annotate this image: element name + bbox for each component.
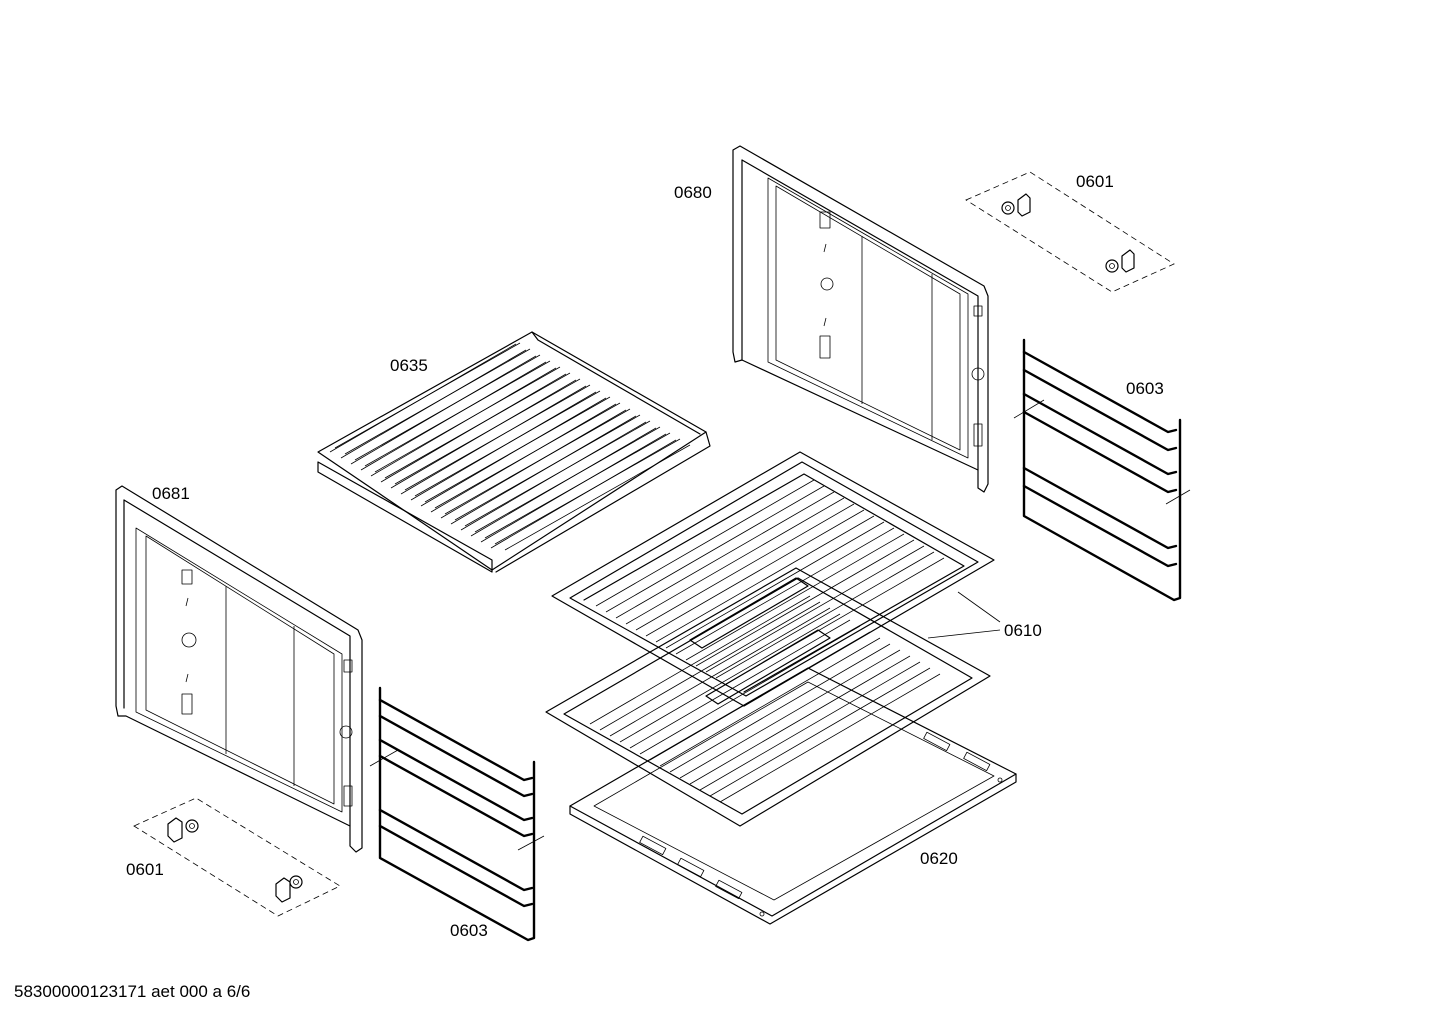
document-id: 58300000123171 aet 000 a 6/6 [14, 982, 250, 1001]
grid-0610-lower [545, 567, 991, 827]
shelf-support-0603-right [1013, 338, 1191, 602]
label-0635: 0635 [390, 356, 428, 375]
baking-tray-0620 [569, 667, 1017, 925]
clips-0601-bottom [133, 797, 341, 917]
label-0680: 0680 [674, 183, 712, 202]
shelf-support-0603-left [369, 686, 545, 942]
label-0620: 0620 [920, 849, 958, 868]
side-panel-0681 [115, 485, 363, 853]
label-0601-top: 0601 [1076, 172, 1114, 191]
label-0603-right: 0603 [1126, 379, 1164, 398]
label-0603-left: 0603 [450, 921, 488, 940]
side-panel-0680 [732, 145, 989, 493]
label-0610: 0610 [1004, 621, 1042, 640]
clips-0601-top [965, 171, 1175, 293]
label-0601-bottom: 0601 [126, 860, 164, 879]
wire-rack-0635 [317, 331, 711, 573]
leader-lines-0610 [927, 591, 1001, 639]
label-0681: 0681 [152, 484, 190, 503]
grid-0610-upper [551, 451, 995, 707]
